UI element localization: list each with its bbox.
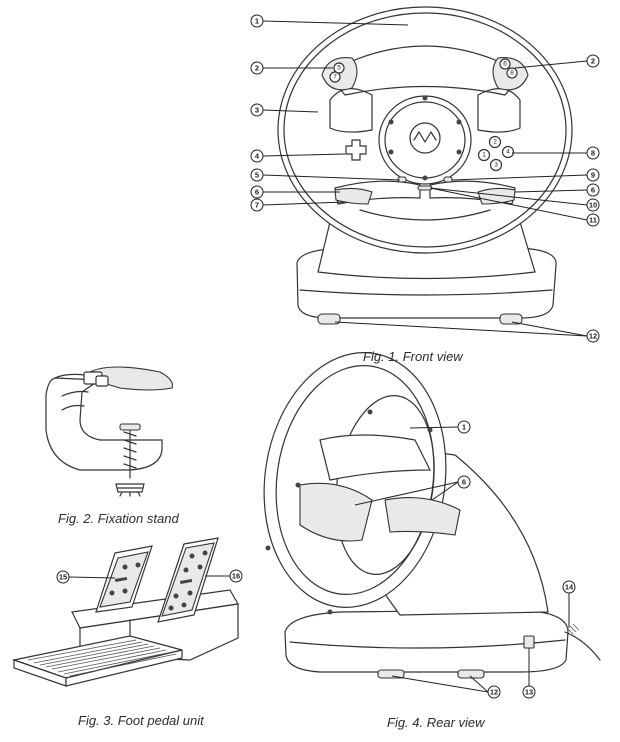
fig4-callouts: 1 6 14 13 12 bbox=[457, 420, 576, 699]
callout-16: 16 bbox=[229, 569, 243, 583]
svg-text:8: 8 bbox=[591, 149, 595, 158]
callout-15: 15 bbox=[56, 570, 70, 584]
button-label-6: 6 bbox=[503, 61, 507, 68]
svg-text:10: 10 bbox=[589, 201, 597, 210]
svg-text:6: 6 bbox=[591, 186, 595, 195]
fig1-caption: Fig. 1. Front view bbox=[363, 349, 463, 364]
callout-9: 9 bbox=[586, 168, 600, 182]
svg-text:3: 3 bbox=[255, 106, 259, 115]
callout-13: 13 bbox=[522, 685, 536, 699]
fig1-face-buttons: 5 7 6 8 1 2 3 4 bbox=[329, 58, 518, 172]
fig3-leader-lines bbox=[68, 575, 230, 579]
callout-6-left: 6 bbox=[250, 185, 264, 199]
svg-text:1: 1 bbox=[462, 423, 466, 432]
button-label-5: 5 bbox=[337, 65, 341, 72]
svg-text:6: 6 bbox=[255, 188, 259, 197]
fig3-foot-pedal-drawing bbox=[11, 537, 239, 687]
svg-text:12: 12 bbox=[490, 688, 498, 697]
svg-text:14: 14 bbox=[565, 583, 574, 592]
fig1-callouts: 1 2 2 3 4 5 6 7 8 9 6 10 11 12 bbox=[250, 14, 600, 343]
callout-10: 10 bbox=[586, 198, 600, 212]
button-label-7: 7 bbox=[333, 74, 337, 81]
button-label-1: 1 bbox=[482, 152, 486, 159]
callout-4: 4 bbox=[250, 149, 264, 163]
fig2-caption: Fig. 2. Fixation stand bbox=[58, 511, 179, 526]
fig3-callouts: 15 16 bbox=[56, 569, 243, 584]
callout-2-left: 2 bbox=[250, 61, 264, 75]
callout-6-right: 6 bbox=[586, 183, 600, 197]
svg-text:11: 11 bbox=[589, 216, 597, 225]
svg-text:5: 5 bbox=[255, 171, 259, 180]
svg-text:6: 6 bbox=[462, 478, 466, 487]
svg-text:2: 2 bbox=[591, 57, 595, 66]
svg-text:1: 1 bbox=[255, 17, 259, 26]
svg-text:4: 4 bbox=[255, 152, 260, 161]
fig1-leader-lines bbox=[262, 20, 588, 337]
fig2-fixation-stand-drawing bbox=[45, 366, 174, 497]
callout-1-rear: 1 bbox=[457, 420, 471, 434]
callout-3: 3 bbox=[250, 103, 264, 117]
svg-text:12: 12 bbox=[589, 332, 597, 341]
callout-1: 1 bbox=[250, 14, 264, 28]
callout-14: 14 bbox=[562, 580, 576, 594]
callout-11: 11 bbox=[586, 213, 600, 227]
button-label-4: 4 bbox=[506, 149, 510, 156]
button-label-2: 2 bbox=[493, 139, 497, 146]
button-label-8: 8 bbox=[510, 70, 514, 77]
callout-2-right: 2 bbox=[586, 54, 600, 68]
callout-12-rear: 12 bbox=[487, 685, 501, 699]
callout-12-front: 12 bbox=[586, 329, 600, 343]
callout-6-rear: 6 bbox=[457, 475, 471, 489]
svg-text:9: 9 bbox=[591, 171, 595, 180]
svg-text:15: 15 bbox=[59, 573, 67, 582]
fig1-front-view-drawing bbox=[277, 6, 573, 325]
fig4-caption: Fig. 4. Rear view bbox=[387, 715, 485, 730]
svg-text:16: 16 bbox=[232, 572, 240, 581]
svg-text:2: 2 bbox=[255, 64, 259, 73]
svg-text:13: 13 bbox=[525, 688, 533, 697]
fig4-rear-view-drawing bbox=[263, 352, 601, 679]
callout-5: 5 bbox=[250, 168, 264, 182]
fig3-caption: Fig. 3. Foot pedal unit bbox=[78, 713, 204, 728]
svg-text:7: 7 bbox=[255, 201, 259, 210]
button-label-3: 3 bbox=[494, 162, 498, 169]
callout-8: 8 bbox=[586, 146, 600, 160]
fig4-leader-lines bbox=[354, 426, 570, 693]
callout-7: 7 bbox=[250, 198, 264, 212]
